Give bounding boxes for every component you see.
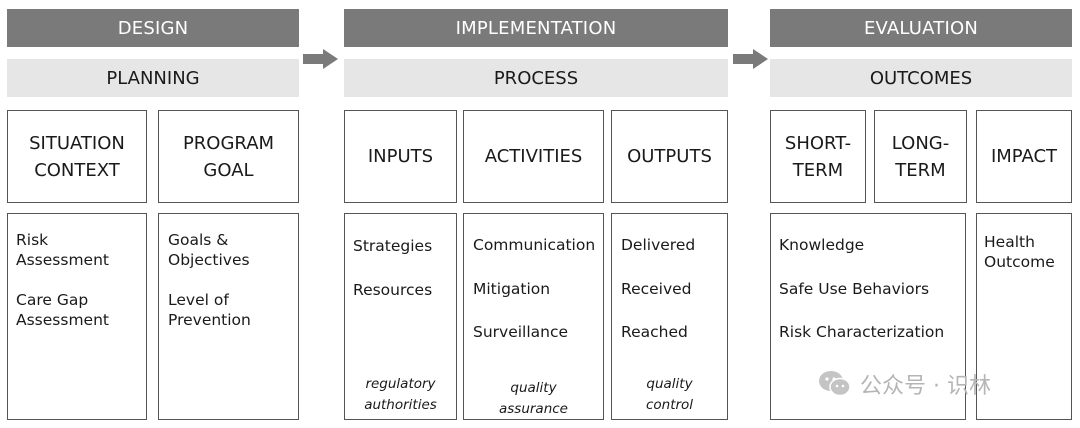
inputs-title: INPUTS bbox=[367, 146, 434, 167]
list-item-line: Objectives bbox=[168, 251, 250, 269]
activities-box: ACTIVITIES bbox=[463, 110, 604, 203]
short-term-title-line1: SHORT- bbox=[784, 132, 852, 154]
watermark-text: 公众号 · 识林 bbox=[860, 374, 991, 399]
evaluation-header-label: EVALUATION bbox=[863, 17, 978, 39]
short-term-box: SHORT- TERM bbox=[770, 110, 866, 203]
outcomes-subheader-label: OUTCOMES bbox=[869, 67, 973, 89]
list-item-resources: Resources bbox=[353, 281, 433, 299]
long-term-title-line2: TERM bbox=[895, 159, 946, 181]
program-goal-details: Goals & Objectives Level of Prevention bbox=[158, 213, 299, 420]
process-subheader-label: PROCESS bbox=[493, 67, 579, 89]
list-item-risk-characterization: Risk Characterization bbox=[779, 323, 945, 341]
list-item-health-outcome: Health Outcome bbox=[984, 232, 1055, 272]
impact-title: IMPACT bbox=[990, 146, 1058, 167]
inputs-note: regulatory authorities bbox=[345, 374, 456, 416]
situation-context-box: SITUATION CONTEXT bbox=[7, 110, 147, 203]
activities-title: ACTIVITIES bbox=[484, 146, 583, 167]
list-item-communication: Communication bbox=[473, 236, 596, 254]
flow-arrow-icon bbox=[303, 49, 338, 69]
note-line: authorities bbox=[364, 397, 437, 413]
list-item-risk-assessment: Risk Assessment bbox=[16, 230, 109, 270]
long-term-box: LONG- TERM bbox=[874, 110, 967, 203]
activities-note: quality assurance bbox=[464, 378, 603, 420]
impact-box: IMPACT bbox=[976, 110, 1072, 203]
list-item-strategies: Strategies bbox=[353, 237, 433, 255]
impact-details: Health Outcome bbox=[976, 213, 1072, 420]
list-item-line: Care Gap bbox=[16, 291, 89, 309]
inputs-details: Strategies Resources regulatory authorit… bbox=[344, 213, 457, 420]
list-item-care-gap-assessment: Care Gap Assessment bbox=[16, 290, 109, 330]
list-item-goals-objectives: Goals & Objectives bbox=[168, 230, 250, 270]
outcomes-details: Knowledge Safe Use Behaviors Risk Charac… bbox=[770, 213, 966, 420]
situation-context-title-line1: SITUATION bbox=[29, 132, 125, 154]
planning-subheader-label: PLANNING bbox=[106, 67, 200, 89]
note-line: regulatory bbox=[365, 376, 436, 392]
list-item-line: Outcome bbox=[984, 253, 1055, 271]
design-header: DESIGN bbox=[7, 9, 299, 47]
watermark: 公众号 · 识林 bbox=[818, 368, 991, 400]
note-line: quality bbox=[510, 380, 557, 396]
program-goal-title-line1: PROGRAM bbox=[182, 132, 275, 154]
flow-arrow-icon bbox=[733, 49, 768, 69]
program-goal-title-line2: GOAL bbox=[203, 159, 254, 181]
list-item-line: Risk bbox=[16, 231, 49, 249]
list-item-line: Goals & bbox=[168, 231, 229, 249]
implementation-header-label: IMPLEMENTATION bbox=[455, 17, 617, 39]
list-item-level-of-prevention: Level of Prevention bbox=[168, 290, 251, 330]
long-term-title-line1: LONG- bbox=[891, 132, 950, 154]
wechat-icon bbox=[819, 371, 851, 397]
implementation-header: IMPLEMENTATION bbox=[344, 9, 728, 47]
outputs-box: OUTPUTS bbox=[611, 110, 728, 203]
process-subheader: PROCESS bbox=[344, 59, 728, 97]
list-item-line: Assessment bbox=[16, 311, 109, 329]
outputs-title: OUTPUTS bbox=[627, 146, 712, 167]
list-item-surveillance: Surveillance bbox=[473, 323, 569, 341]
list-item-line: Prevention bbox=[168, 311, 251, 329]
note-line: quality bbox=[646, 376, 693, 392]
planning-subheader: PLANNING bbox=[7, 59, 299, 97]
list-item-mitigation: Mitigation bbox=[473, 280, 551, 298]
outputs-details: Delivered Received Reached quality contr… bbox=[611, 213, 728, 420]
outputs-note: quality control bbox=[612, 374, 727, 416]
note-line: assurance bbox=[498, 401, 568, 417]
list-item-delivered: Delivered bbox=[621, 236, 696, 254]
inputs-box: INPUTS bbox=[344, 110, 457, 203]
list-item-line: Health bbox=[984, 233, 1035, 251]
design-header-label: DESIGN bbox=[117, 17, 189, 39]
list-item-received: Received bbox=[621, 280, 692, 298]
list-item-safe-use-behaviors: Safe Use Behaviors bbox=[779, 280, 930, 298]
note-line: control bbox=[645, 397, 694, 413]
program-goal-box: PROGRAM GOAL bbox=[158, 110, 299, 203]
list-item-line: Level of bbox=[168, 291, 229, 309]
list-item-knowledge: Knowledge bbox=[779, 236, 865, 254]
activities-details: Communication Mitigation Surveillance qu… bbox=[463, 213, 604, 420]
evaluation-header: EVALUATION bbox=[770, 9, 1072, 47]
situation-context-details: Risk Assessment Care Gap Assessment bbox=[7, 213, 147, 420]
list-item-line: Assessment bbox=[16, 251, 109, 269]
situation-context-title-line2: CONTEXT bbox=[34, 159, 120, 181]
short-term-title-line2: TERM bbox=[792, 159, 844, 181]
list-item-reached: Reached bbox=[621, 323, 688, 341]
outcomes-subheader: OUTCOMES bbox=[770, 59, 1072, 97]
